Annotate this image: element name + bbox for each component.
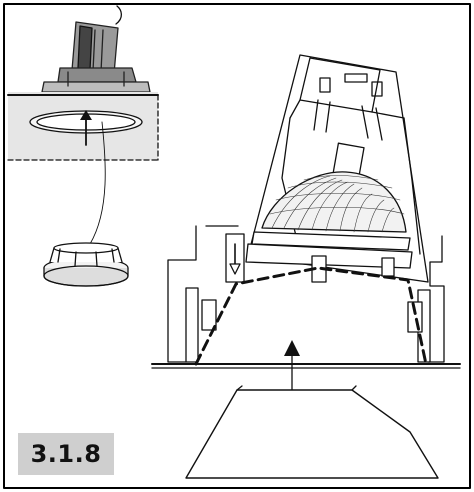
trim-piece <box>185 389 439 479</box>
arrow-up-icon <box>80 110 92 146</box>
figure-frame <box>3 3 471 489</box>
tilted-fixture <box>225 54 429 283</box>
ceiling-fixture-inset <box>7 5 159 245</box>
arrow-down-icon <box>229 243 241 275</box>
trim-outline-dashed <box>194 266 428 366</box>
ceiling-housing <box>151 225 461 369</box>
step-number-badge: 3.1.8 <box>18 433 114 475</box>
trim-cover <box>43 242 129 287</box>
